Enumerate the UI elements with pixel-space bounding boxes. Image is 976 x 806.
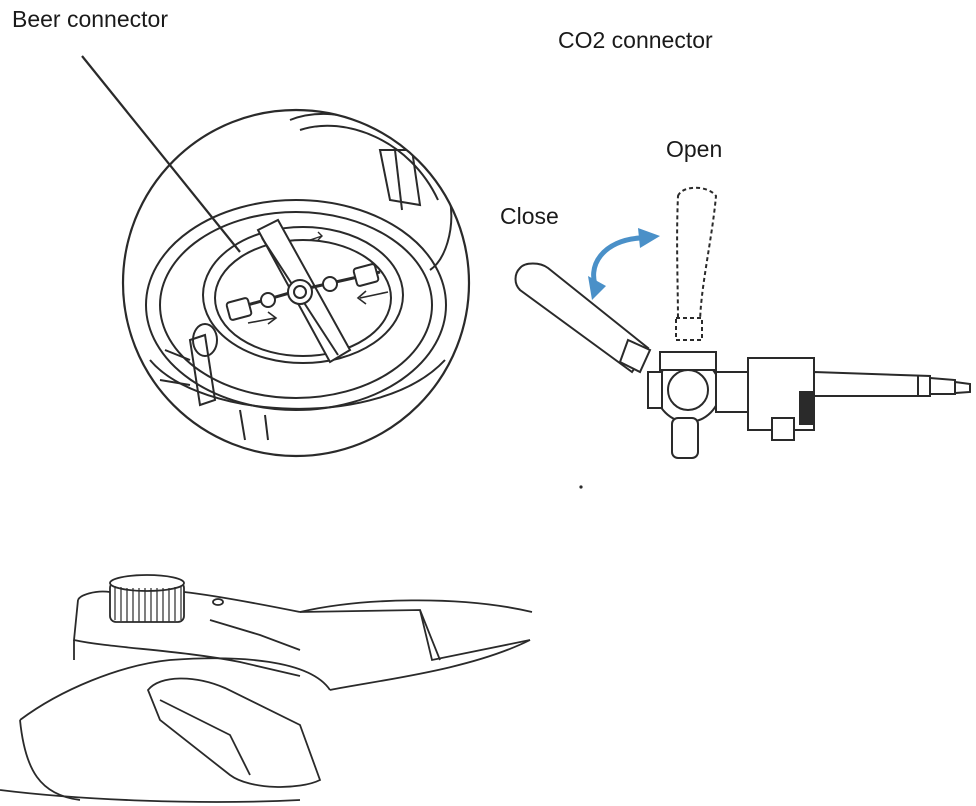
keg-top-detail bbox=[81, 55, 471, 458]
beer-connector-label: Beer connector bbox=[12, 6, 168, 32]
close-label: Close bbox=[500, 203, 559, 229]
co2-connector-label: CO2 connector bbox=[558, 27, 713, 53]
open-label: Open bbox=[666, 136, 723, 162]
keg-top-lower-drawing bbox=[0, 574, 533, 803]
co2-connector-drawing bbox=[514, 186, 971, 459]
handle-open-position bbox=[676, 186, 718, 326]
detail-circle-outline bbox=[121, 108, 471, 458]
beer-connector-leader-line bbox=[81, 55, 241, 253]
stray-dot bbox=[579, 485, 583, 489]
curved-double-arrow-icon bbox=[588, 228, 660, 300]
